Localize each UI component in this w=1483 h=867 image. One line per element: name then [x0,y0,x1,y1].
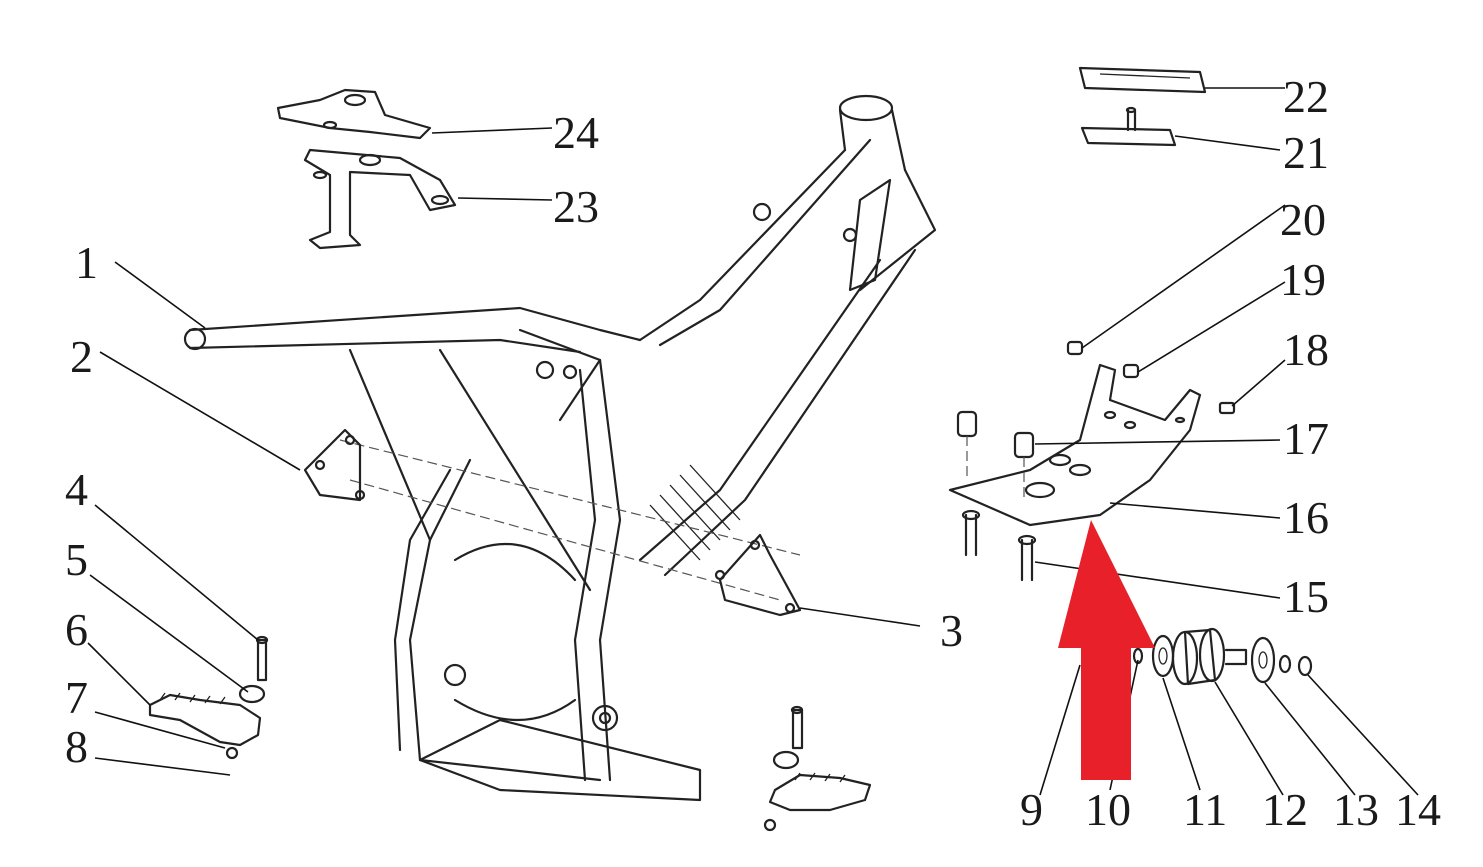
part-12-roller [1171,627,1248,686]
part-17-bushings [956,410,1035,500]
callout-12: 12 [1262,784,1308,835]
part-13-washer [1250,636,1292,684]
part-22-top-plate [1078,66,1207,94]
callout-10: 10 [1085,784,1131,835]
callout-3: 3 [940,605,963,656]
part-21-plate-with-stud [1080,106,1177,147]
main-frame [183,94,937,802]
callout-15: 15 [1283,571,1329,622]
left-footpeg-assembly [148,635,269,760]
part-24-upper-bracket [276,88,432,140]
callout-22: 22 [1283,71,1329,122]
callout-20: 20 [1280,194,1326,245]
callout-labels: 1 2 3 4 5 6 7 8 9 10 11 12 13 14 15 16 1… [65,71,1441,835]
part-14-nut [1297,655,1313,677]
red-highlight-arrow [1058,520,1155,780]
callout-13: 13 [1333,784,1379,835]
callout-8: 8 [65,721,88,772]
callout-24: 24 [553,107,599,158]
callout-19: 19 [1280,254,1326,305]
highlight-arrow [1058,520,1155,780]
callout-6: 6 [65,604,88,655]
callout-7: 7 [65,672,88,723]
part-20-pin [1066,340,1084,356]
callout-18: 18 [1283,324,1329,375]
part-18-bolt [1218,401,1236,415]
part-2-mount-bracket [303,428,366,502]
callout-4: 4 [65,464,88,515]
callout-21: 21 [1283,127,1329,178]
part-16-skid-plate [948,363,1202,527]
callout-9: 9 [1020,784,1043,835]
callout-2: 2 [70,331,93,382]
callout-17: 17 [1283,413,1329,464]
callout-5: 5 [65,534,88,585]
callout-1: 1 [75,237,98,288]
callout-16: 16 [1283,492,1329,543]
callout-23: 23 [553,181,599,232]
right-footpeg-assembly [763,705,872,832]
part-15-bolts [961,509,1037,582]
part-3-mount-bracket [714,533,802,617]
callout-11: 11 [1183,784,1227,835]
callout-14: 14 [1395,784,1441,835]
part-19-sleeve [1122,363,1140,379]
part-23-lower-bracket [303,148,457,250]
leader-lines [87,87,1419,796]
part-11-washer [1151,634,1175,678]
